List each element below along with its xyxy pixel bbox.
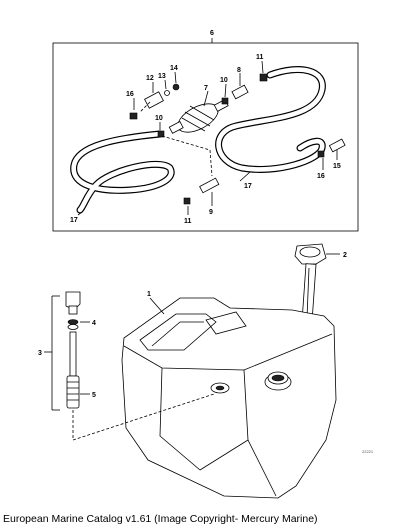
callout-15: 15 [333,163,341,170]
primer-bulb [168,98,229,134]
callout-17-left: 17 [70,217,78,224]
fuel-hose-right [215,66,326,173]
clamp-11-right [259,73,268,82]
callout-6: 6 [210,30,214,37]
callout-3: 3 [38,350,42,357]
pickup-tube [69,331,77,377]
callout-13: 13 [158,73,166,80]
callout-12: 12 [146,75,154,82]
callout-11-lower: 11 [184,218,192,225]
callout-5: 5 [92,392,96,399]
image-caption: European Marine Catalog v1.61 (Image Cop… [3,513,318,525]
fuel-line-kit-group: 6 [52,30,359,232]
callout-10-left: 10 [155,115,163,122]
callout-17-right: 17 [244,183,252,190]
tank-connector-9 [199,177,220,194]
pickup-fitting [68,305,78,315]
callout-1: 1 [147,291,151,298]
fuel-tank: 1 [121,291,337,499]
o-ring-13 [164,90,170,96]
callout-14: 14 [170,65,178,72]
clamp-16-left [129,112,138,120]
o-ring-14 [172,83,180,91]
callout-10-right: 10 [220,77,228,84]
callout-16-left: 16 [126,91,134,98]
callout-8: 8 [237,67,241,74]
engine-connector-12 [144,91,164,109]
fuel-hose-left [70,130,175,214]
clamp-11-lower [183,197,191,205]
callout-16-right: 16 [317,173,325,180]
clamp-10-right [221,97,229,105]
drawing-number: 22221 [362,449,374,454]
clamp-10-left [157,130,165,138]
callout-2: 2 [343,252,347,259]
pickup-assembly: 3 4 5 [38,291,215,441]
callout-4: 4 [92,320,96,327]
kit-frame [52,42,359,232]
pickup-filter-5 [66,375,80,409]
clamp-16-right [317,150,325,158]
connector-8 [231,84,249,100]
pickup-seal-4 [67,319,79,325]
callout-11-right: 11 [256,54,264,61]
callout-9: 9 [209,209,213,216]
callout-7: 7 [204,85,208,92]
engine-connector-15 [328,138,346,153]
